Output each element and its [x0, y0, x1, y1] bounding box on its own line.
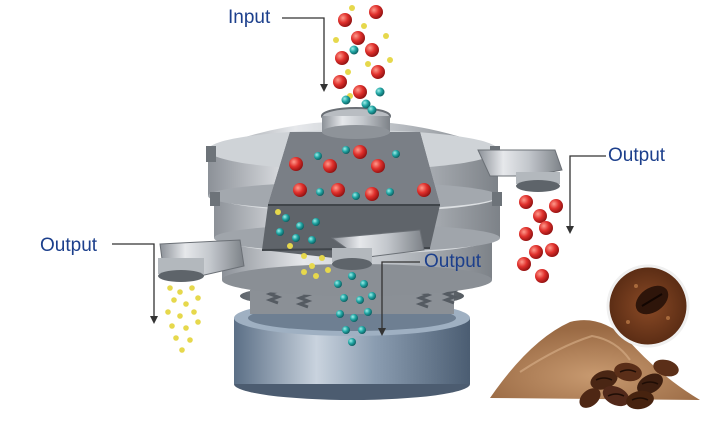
input-label: Input — [228, 7, 271, 28]
output-label-right: Output — [608, 145, 666, 166]
machine-base — [234, 284, 470, 400]
output-particles-right — [517, 195, 563, 283]
output-label-left: Output — [40, 235, 98, 256]
outlet-spout-center — [330, 229, 425, 270]
output-particles-left — [165, 285, 201, 353]
output-label-center: Output — [424, 251, 482, 272]
input-particles — [333, 5, 393, 115]
output-particles-center — [334, 272, 376, 346]
outlet-spout-right — [477, 149, 563, 192]
outlet-spout-left — [158, 239, 245, 282]
callout-lines — [112, 17, 606, 330]
coffee-closeup-inset — [606, 264, 690, 348]
inlet-pipe — [321, 107, 391, 139]
arrow-heads — [150, 84, 574, 336]
coffee-beans — [579, 359, 679, 410]
interior-particles — [275, 145, 431, 279]
